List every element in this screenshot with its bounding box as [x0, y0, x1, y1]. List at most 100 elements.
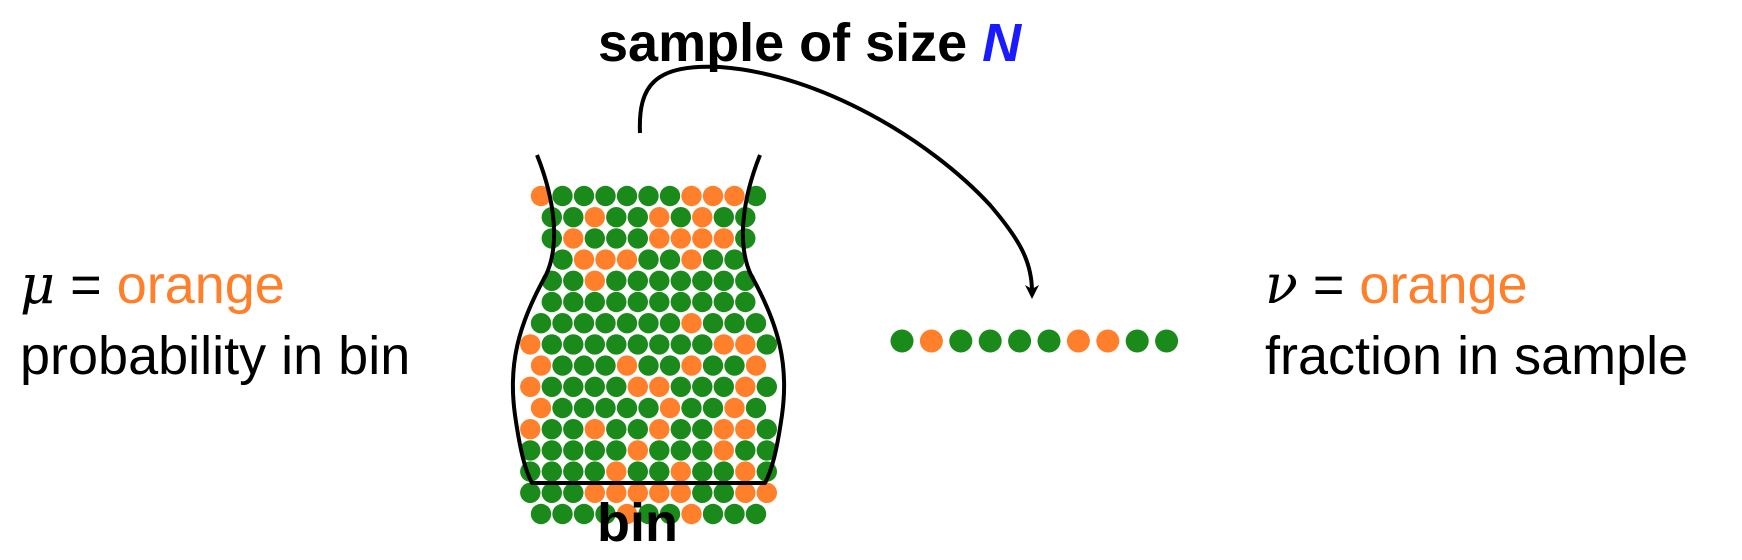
bin-ball: [606, 207, 627, 228]
bin-ball: [552, 313, 573, 334]
bin-ball: [541, 482, 562, 503]
sample-ball: [949, 329, 973, 353]
bin-ball: [638, 355, 659, 376]
bin-ball: [552, 249, 573, 270]
bin-ball: [735, 419, 756, 440]
bin-ball: [659, 249, 681, 270]
bin-ball: [563, 482, 584, 503]
bin-ball: [638, 503, 659, 525]
nu-equation: ν = orange: [1265, 253, 1528, 316]
bin-ball: [670, 440, 691, 461]
bin-ball: [606, 482, 627, 503]
sample-ball: [1008, 329, 1032, 353]
bin-ball: [638, 313, 659, 334]
bin-ball: [692, 419, 713, 440]
bin-ball: [735, 228, 756, 249]
bin-ball: [702, 185, 724, 207]
sample-ball: [1066, 329, 1090, 353]
bin-ball: [563, 207, 584, 228]
bin-ball: [638, 185, 659, 207]
bin-ball: [735, 291, 756, 313]
bin-ball: [681, 503, 702, 525]
bin-ball: [606, 376, 627, 397]
bin-ball: [563, 291, 584, 313]
bin-ball: [659, 185, 681, 207]
bin-ball: [670, 376, 691, 397]
bin-ball: [541, 461, 562, 482]
bin-ball: [606, 440, 627, 461]
bin-ball: [563, 334, 584, 355]
bin-ball: [649, 482, 670, 503]
bin-ball: [649, 270, 670, 291]
bin-ball: [702, 355, 724, 376]
bin-ball: [563, 461, 584, 482]
bin-ball: [713, 482, 734, 503]
bin-ball: [649, 334, 670, 355]
sample-fraction-caption: fraction in sample: [1265, 326, 1689, 386]
mu-orange-word: orange: [116, 255, 285, 315]
bin-ball: [724, 185, 745, 207]
bin-ball: [659, 397, 681, 419]
bin-ball: [692, 334, 713, 355]
bin-ball: [530, 313, 552, 334]
bin-ball: [670, 482, 691, 503]
bin-ball: [552, 355, 573, 376]
sample-ball: [1125, 329, 1149, 353]
bin-ball: [595, 249, 616, 270]
sample-ball: [1096, 329, 1120, 353]
bin-ball: [702, 249, 724, 270]
bin-ball: [584, 270, 605, 291]
bin-ball: [735, 482, 756, 503]
bin-ball: [616, 355, 638, 376]
bin-ball: [735, 376, 756, 397]
bin-ball: [595, 185, 616, 207]
bin-ball: [627, 270, 648, 291]
bin-ball: [745, 313, 767, 334]
bin-ball: [616, 313, 638, 334]
bin-ball: [713, 440, 734, 461]
bin-ball: [724, 313, 745, 334]
mu-symbol: μ: [20, 253, 56, 316]
bin-ball: [530, 185, 552, 207]
mu-equation: μ = orange: [20, 253, 285, 316]
sample-ball: [919, 329, 943, 353]
bin-ball: [627, 228, 648, 249]
nu-equals: =: [1312, 255, 1345, 315]
bin-ball: [649, 440, 670, 461]
bin-ball: [670, 461, 691, 482]
bin-ball: [627, 376, 648, 397]
bin-ball: [649, 207, 670, 228]
bin-ball: [649, 291, 670, 313]
bin-ball: [530, 397, 552, 419]
bin-ball: [563, 440, 584, 461]
bin-ball: [584, 228, 605, 249]
bin-ball: [541, 440, 562, 461]
bin-ball: [530, 503, 552, 525]
bin-ball: [713, 207, 734, 228]
bin-ball: [735, 461, 756, 482]
bin-ball: [692, 461, 713, 482]
sample-title-text: sample of size: [598, 13, 968, 73]
bin-ball: [606, 419, 627, 440]
bin-ball: [670, 291, 691, 313]
bin-balls: [520, 185, 777, 525]
bin-ball: [573, 503, 595, 525]
bin-ball: [563, 419, 584, 440]
bin-ball: [702, 397, 724, 419]
bin-ball: [606, 270, 627, 291]
bin-ball: [681, 185, 702, 207]
bin-ball: [724, 397, 745, 419]
bin-ball: [692, 228, 713, 249]
mu-equals: =: [70, 255, 102, 315]
sample-title: sample of size N: [598, 12, 1021, 74]
bin-ball: [713, 376, 734, 397]
bin-ball: [756, 440, 777, 461]
bin-probability-caption: probability in bin: [20, 326, 411, 386]
bin-ball: [573, 249, 595, 270]
bin-ball: [584, 207, 605, 228]
bin-ball: [520, 440, 541, 461]
bin-ball: [573, 397, 595, 419]
bin-ball: [745, 355, 767, 376]
bin-ball: [584, 440, 605, 461]
